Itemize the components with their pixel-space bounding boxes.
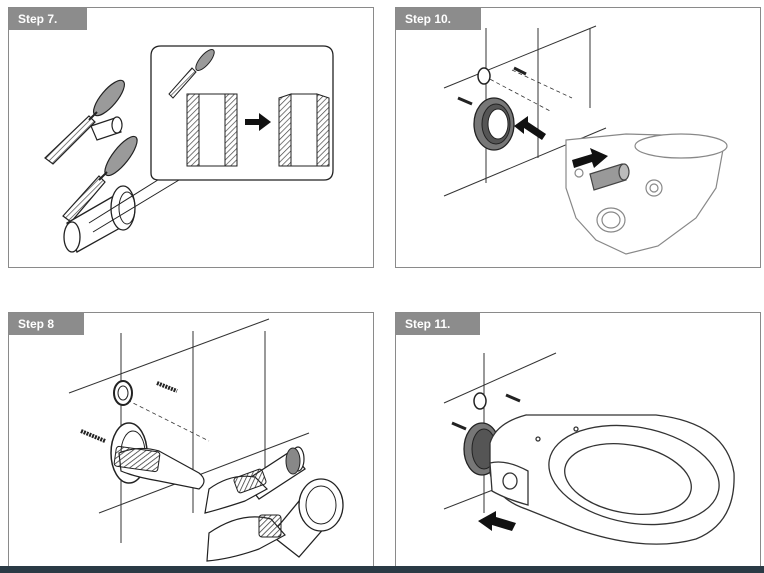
step-10-label: Step 10.: [396, 8, 482, 30]
step-10-panel: Step 10.: [395, 7, 761, 268]
step-11-panel: Step 11.: [395, 312, 761, 573]
step-8-panel: Step 8: [8, 312, 374, 573]
step-7-label: Step 7.: [9, 8, 88, 30]
detail-callout: [150, 45, 334, 181]
step-7-illustration: [44, 45, 334, 253]
arrow-right-icon: [245, 113, 271, 131]
arrow-left-icon: [478, 511, 516, 531]
step-11-illustration: [443, 352, 735, 545]
arrow-right-icon: [572, 148, 608, 168]
toilet-bowl-back: [565, 133, 728, 255]
file-tool-icon: [168, 49, 215, 99]
step-11-label: Step 11.: [396, 313, 481, 335]
step-8-illustration: [68, 318, 344, 562]
step-10-illustration: [443, 25, 728, 255]
hand-with-sponge: [113, 445, 205, 490]
arrow-left-icon: [514, 116, 546, 140]
file-tool-icon: [44, 79, 126, 165]
step-7-panel: Step 7.: [8, 7, 374, 268]
toilet-bowl: [489, 414, 735, 545]
step-8-label: Step 8: [9, 313, 85, 335]
bottom-bar: [0, 566, 764, 573]
